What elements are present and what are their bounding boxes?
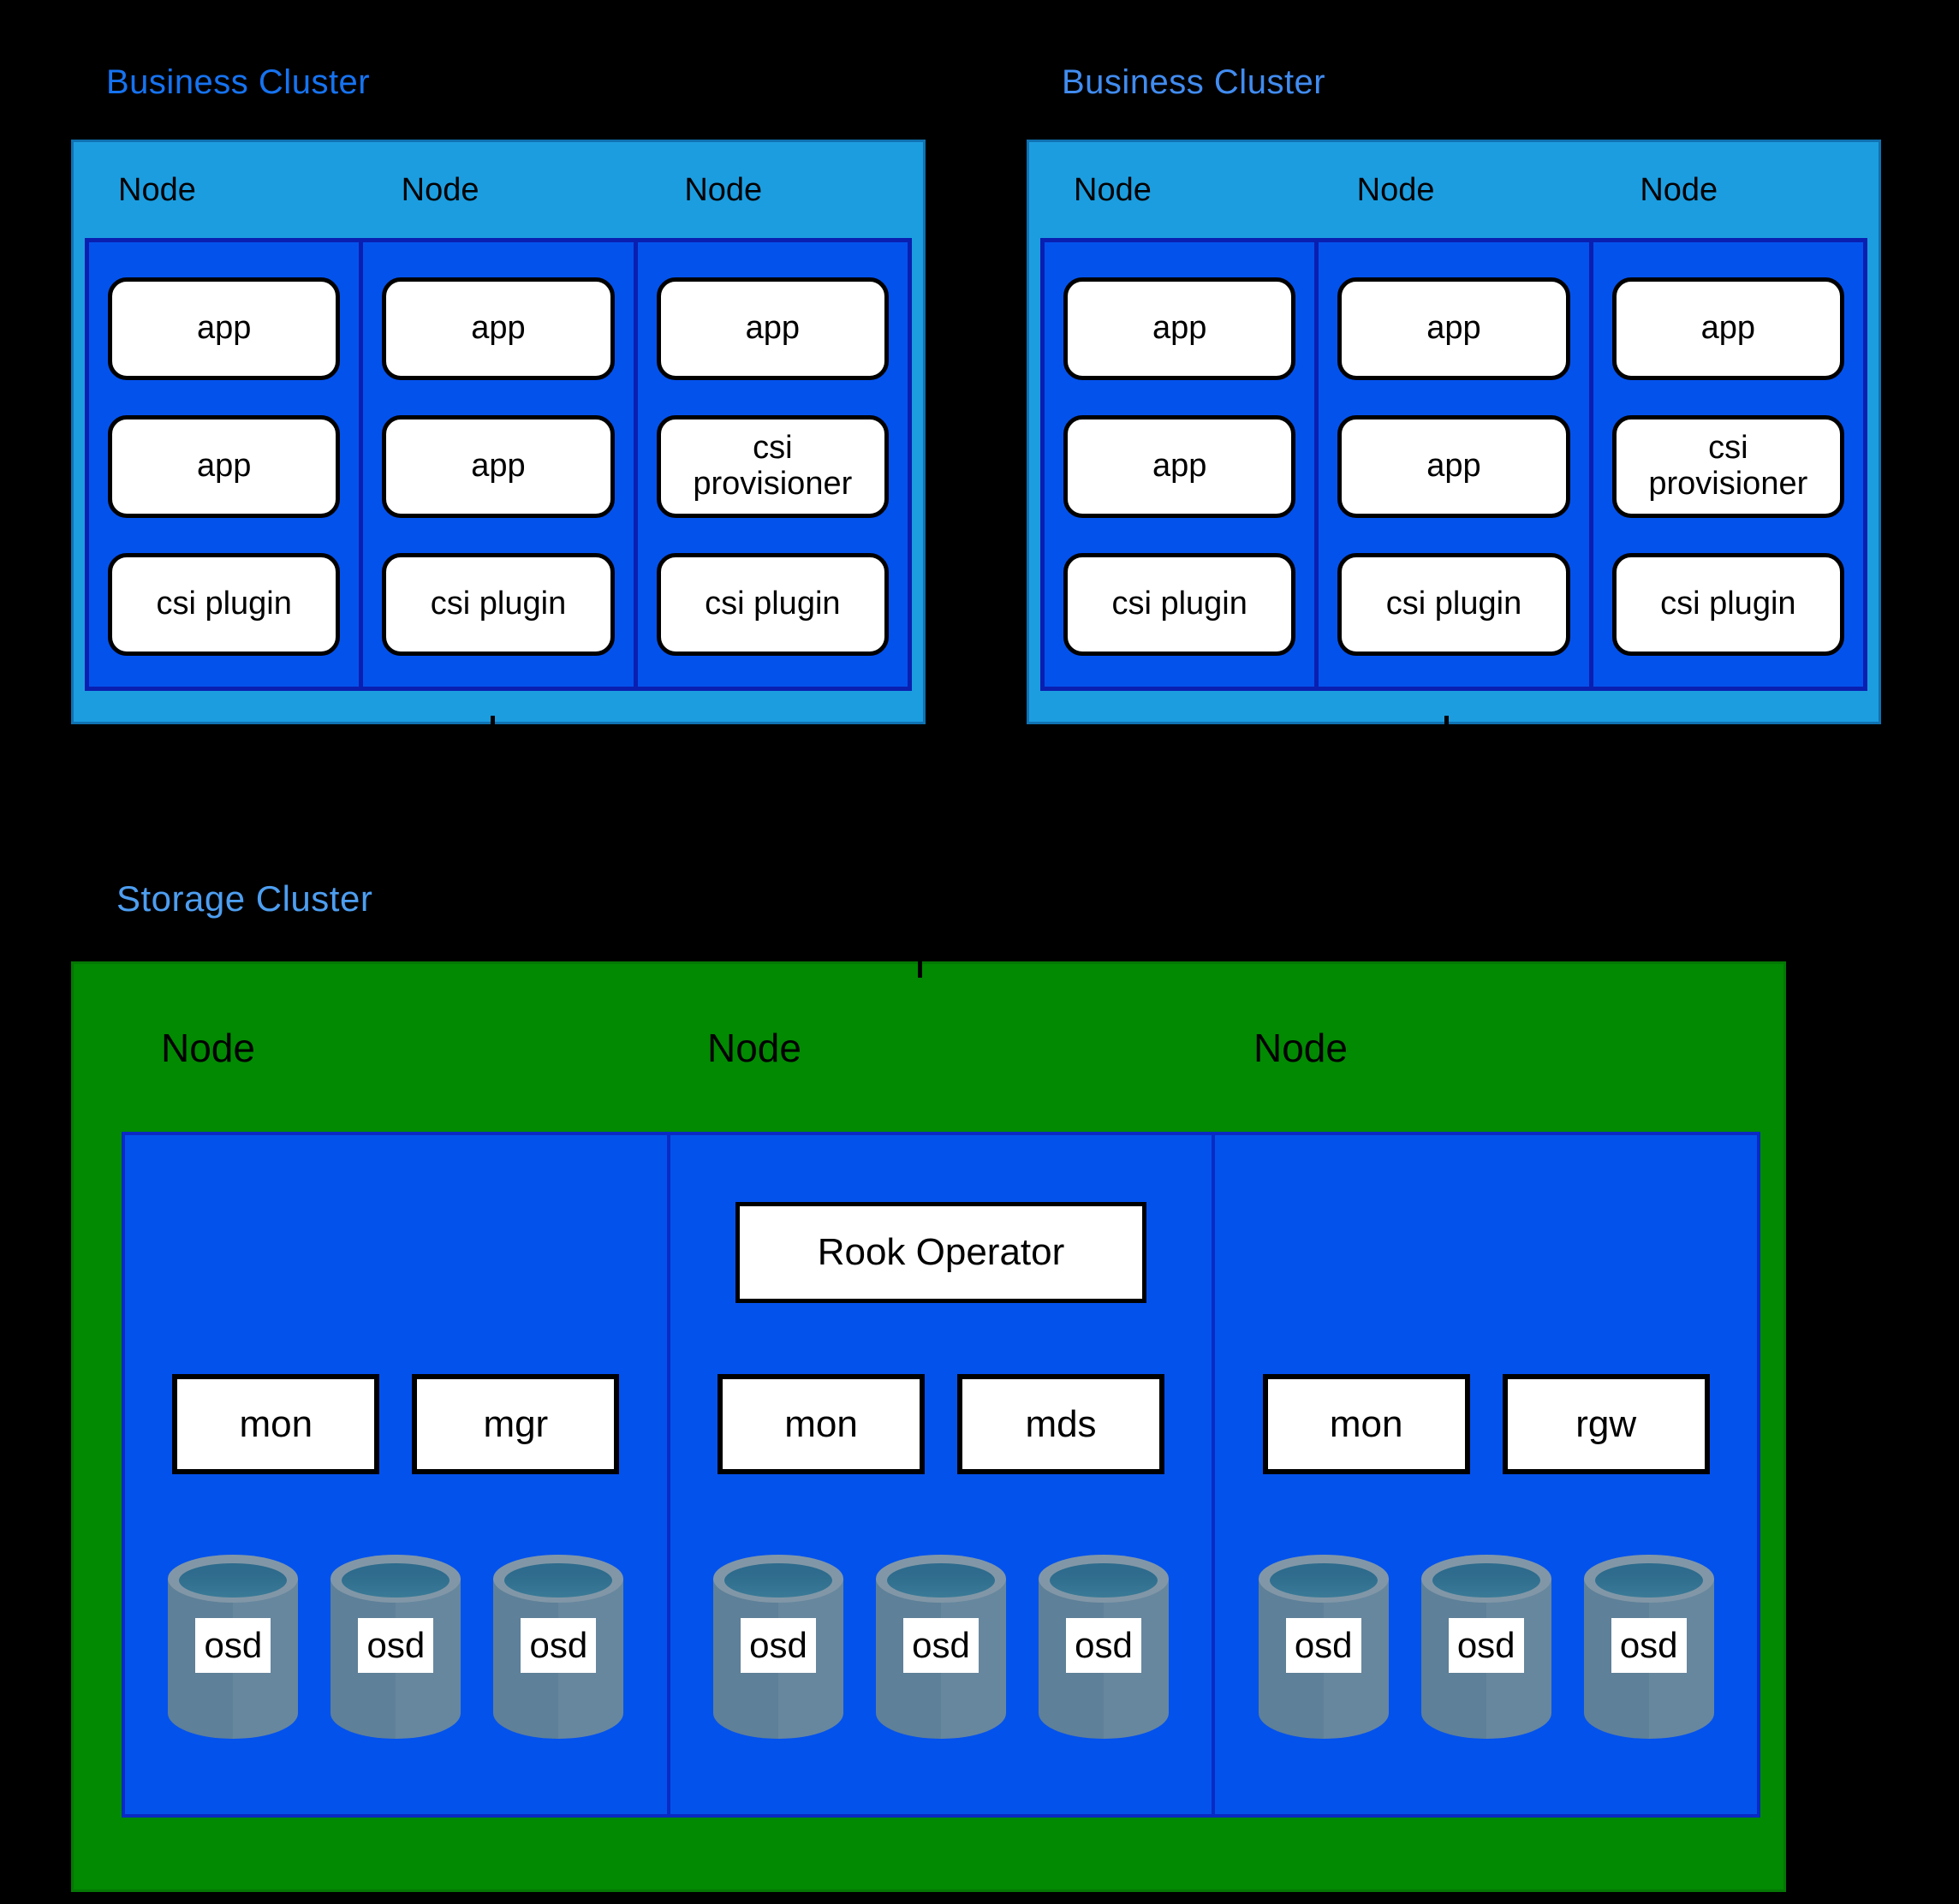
cylinder-opening: [887, 1563, 995, 1598]
storage-cluster-title: Storage Cluster: [116, 878, 373, 919]
node-label: Node: [161, 1026, 255, 1070]
node-column: app app csi plugin: [1040, 238, 1319, 691]
osd-cylinder-icon: osd: [330, 1555, 461, 1739]
cylinder-opening: [179, 1563, 288, 1598]
osd-label: osd: [521, 1618, 597, 1673]
osd-label: osd: [741, 1618, 816, 1673]
osd-row: osd osd osd: [713, 1555, 1169, 1739]
node-column: app csi provisioner csi plugin: [637, 238, 912, 691]
pod-box: csi plugin: [1611, 553, 1844, 656]
pod-box: csi provisioner: [656, 415, 889, 518]
pod-box: app: [1063, 277, 1296, 380]
cylinder-opening: [342, 1563, 450, 1598]
node-label: Node: [1356, 171, 1435, 208]
osd-cylinder-icon: osd: [493, 1555, 624, 1739]
service-box: mds: [957, 1374, 1164, 1474]
osd-cylinder-icon: osd: [713, 1555, 843, 1739]
osd-cylinder-icon: osd: [1583, 1555, 1714, 1739]
osd-label: osd: [1066, 1618, 1141, 1673]
pod-box: app: [382, 277, 615, 380]
osd-row: osd osd osd: [1258, 1555, 1714, 1739]
node-column: app csi provisioner csi plugin: [1593, 238, 1867, 691]
osd-label: osd: [1448, 1618, 1524, 1673]
node-label: Node: [401, 171, 479, 208]
node-label: Node: [1253, 1026, 1348, 1070]
osd-row: osd osd osd: [168, 1555, 624, 1739]
node-grid: app app csi plugin app app csi plugin ap…: [85, 238, 912, 691]
node-label: Node: [707, 1026, 801, 1070]
node-label: Node: [118, 171, 196, 208]
pod-box: app: [1337, 415, 1570, 518]
pod-box: csi plugin: [382, 553, 615, 656]
pod-box: app: [108, 277, 341, 380]
node-column: app app csi plugin: [1319, 238, 1593, 691]
osd-label: osd: [1285, 1618, 1361, 1673]
storage-node-column: mon mgr osd osd: [125, 1135, 667, 1814]
service-row: mon mgr: [172, 1374, 620, 1474]
connector-tick: [1444, 716, 1449, 733]
business-cluster-title-right: Business Cluster: [1062, 63, 1326, 101]
node-label: Node: [1074, 171, 1152, 208]
service-box: mon: [718, 1374, 925, 1474]
pod-box: csi provisioner: [1611, 415, 1844, 518]
osd-cylinder-icon: osd: [1258, 1555, 1389, 1739]
pod-box: csi plugin: [1337, 553, 1570, 656]
storage-node-header-row: Node Node Node: [122, 964, 1760, 1132]
service-box: mgr: [412, 1374, 620, 1474]
pod-box: app: [108, 415, 341, 518]
osd-cylinder-icon: osd: [1039, 1555, 1169, 1739]
node-column: app app csi plugin: [85, 238, 364, 691]
node-label: Node: [1640, 171, 1718, 208]
osd-label: osd: [358, 1618, 434, 1673]
storage-node-column: mon rgw osd osd: [1212, 1135, 1757, 1814]
business-cluster-right: Node Node Node app app csi plugin app ap…: [1027, 140, 1881, 724]
pod-box: csi plugin: [108, 553, 341, 656]
osd-cylinder-icon: osd: [1420, 1555, 1551, 1739]
node-grid: app app csi plugin app app csi plugin ap…: [1040, 238, 1867, 691]
cylinder-opening: [1594, 1563, 1703, 1598]
cylinder-opening: [1432, 1563, 1540, 1598]
node-header-row: Node Node Node: [1029, 142, 1879, 238]
osd-label: osd: [903, 1618, 979, 1673]
pod-box: csi plugin: [656, 553, 889, 656]
business-cluster-left: Node Node Node app app csi plugin app ap…: [71, 140, 926, 724]
storage-node-column: Rook Operator mon mds osd: [666, 1135, 1212, 1814]
pod-box: csi plugin: [1063, 553, 1296, 656]
cylinder-opening: [504, 1563, 613, 1598]
osd-label: osd: [195, 1618, 271, 1673]
business-cluster-title-left: Business Cluster: [106, 63, 371, 101]
node-column: app app csi plugin: [363, 238, 638, 691]
osd-cylinder-icon: osd: [168, 1555, 299, 1739]
pod-box: app: [1337, 277, 1570, 380]
service-box: rgw: [1502, 1374, 1710, 1474]
rook-operator-box: Rook Operator: [735, 1202, 1146, 1303]
pod-box: app: [656, 277, 889, 380]
service-box: mon: [1262, 1374, 1470, 1474]
connector-tick: [491, 716, 495, 733]
service-row: mon rgw: [1262, 1374, 1710, 1474]
node-header-row: Node Node Node: [74, 142, 923, 238]
service-box: mon: [172, 1374, 380, 1474]
cylinder-opening: [1050, 1563, 1158, 1598]
node-label: Node: [684, 171, 763, 208]
cylinder-opening: [1269, 1563, 1378, 1598]
connector-tick: [918, 952, 922, 978]
storage-cluster: Node Node Node mon mgr osd: [71, 961, 1786, 1892]
osd-label: osd: [1611, 1618, 1687, 1673]
pod-box: app: [1611, 277, 1844, 380]
osd-cylinder-icon: osd: [876, 1555, 1006, 1739]
cylinder-opening: [724, 1563, 832, 1598]
storage-node-grid: mon mgr osd osd: [122, 1132, 1760, 1818]
service-row: mon mds: [718, 1374, 1164, 1474]
pod-box: app: [1063, 415, 1296, 518]
pod-box: app: [382, 415, 615, 518]
